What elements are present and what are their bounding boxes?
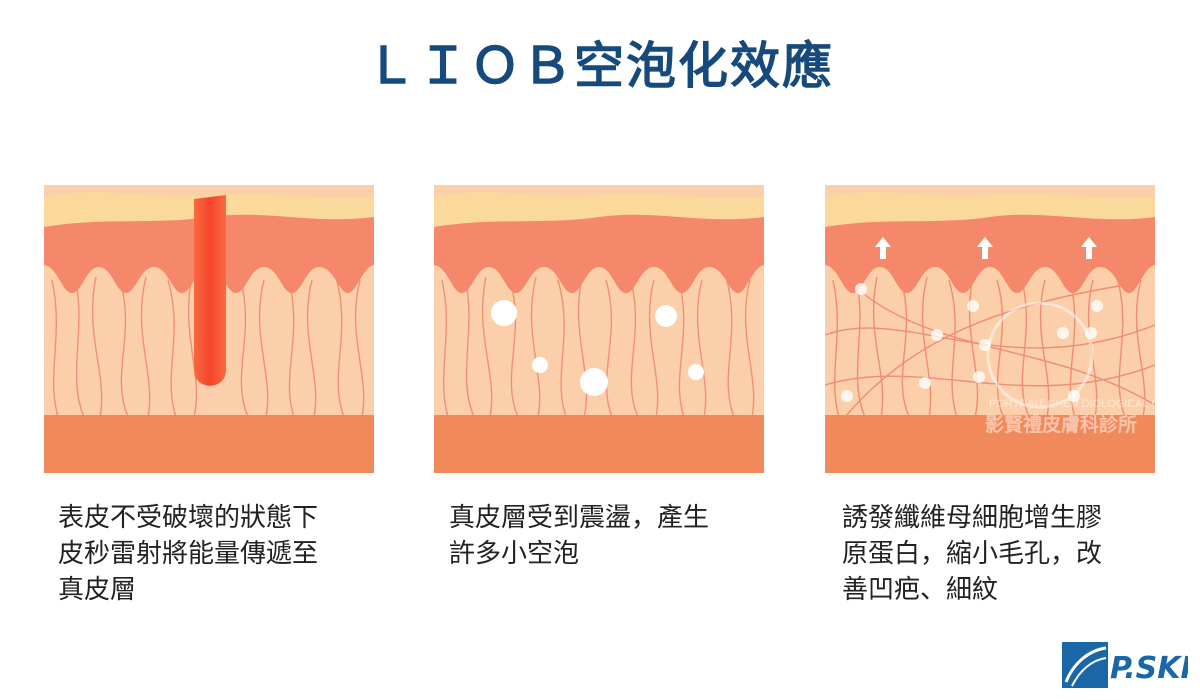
caption-line: 許多小空泡	[449, 539, 580, 569]
caption-line: 真皮層受到震盪，產生	[449, 503, 710, 533]
caption-line: 皮秒雷射將能量傳遞至	[58, 539, 319, 569]
cavitation-bubble	[532, 357, 548, 373]
collagen-fibers	[441, 274, 755, 418]
subcutaneous-layer	[434, 415, 764, 473]
skin-diagram-bubbles	[434, 185, 764, 473]
cavitation-bubble	[655, 305, 677, 327]
papillary-layer	[825, 212, 1155, 294]
caption-laser: 表皮不受破壞的狀態下 皮秒雷射將能量傳遞至 真皮層	[58, 500, 378, 608]
epidermis-layer	[434, 192, 764, 227]
caption-collagen: 誘發纖維母細胞增生膠 原蛋白，縮小毛孔，改 善凹疤、細紋	[842, 500, 1162, 608]
watermark-line2: 影賢禮皮膚科診所	[985, 413, 1137, 436]
skin-diagram-collagen: PORTRAIT CHEN DIOLOGICAL CO. 影賢禮皮膚科診所	[825, 185, 1155, 473]
papillary-layer	[434, 212, 764, 294]
collagen-fibers	[51, 274, 365, 418]
caption-line: 善凹疤、細紋	[842, 575, 999, 605]
up-arrow-icon	[875, 237, 1097, 259]
cavitation-bubble	[491, 300, 517, 326]
cavitation-bubble	[688, 364, 704, 380]
caption-line: 表皮不受破壞的狀態下	[58, 503, 319, 533]
caption-line: 誘發纖維母細胞增生膠	[842, 503, 1103, 533]
caption-line: 真皮層	[58, 575, 137, 605]
skin-panel-bubbles	[434, 185, 764, 473]
page-title: ＬＩＯＢ空泡化效應	[366, 37, 834, 95]
skin-diagram-laser	[44, 185, 374, 473]
epidermis-layer	[825, 192, 1155, 227]
subcutaneous-layer	[825, 415, 1155, 473]
watermark-line1: PORTRAIT CHEN DIOLOGICAL CO.	[989, 398, 1155, 410]
caption-bubbles: 真皮層受到震盪，產生 許多小空泡	[449, 500, 769, 572]
laser-beam	[194, 195, 226, 386]
cavitation-bubble	[580, 368, 608, 396]
pskin-logo-mark: P.SKIN	[1062, 642, 1200, 688]
skin-panel-collagen: PORTRAIT CHEN DIOLOGICAL CO. 影賢禮皮膚科診所	[825, 185, 1155, 473]
pskin-logo: P.SKIN	[1062, 642, 1200, 688]
caption-line: 原蛋白，縮小毛孔，改	[842, 539, 1103, 569]
fibroblast-dots	[841, 283, 1103, 402]
subcutaneous-layer	[44, 415, 374, 473]
logo-text: P.SKIN	[1110, 651, 1188, 686]
skin-panel-laser	[44, 185, 374, 473]
watermark: PORTRAIT CHEN DIOLOGICAL CO. 影賢禮皮膚科診所	[985, 301, 1155, 436]
